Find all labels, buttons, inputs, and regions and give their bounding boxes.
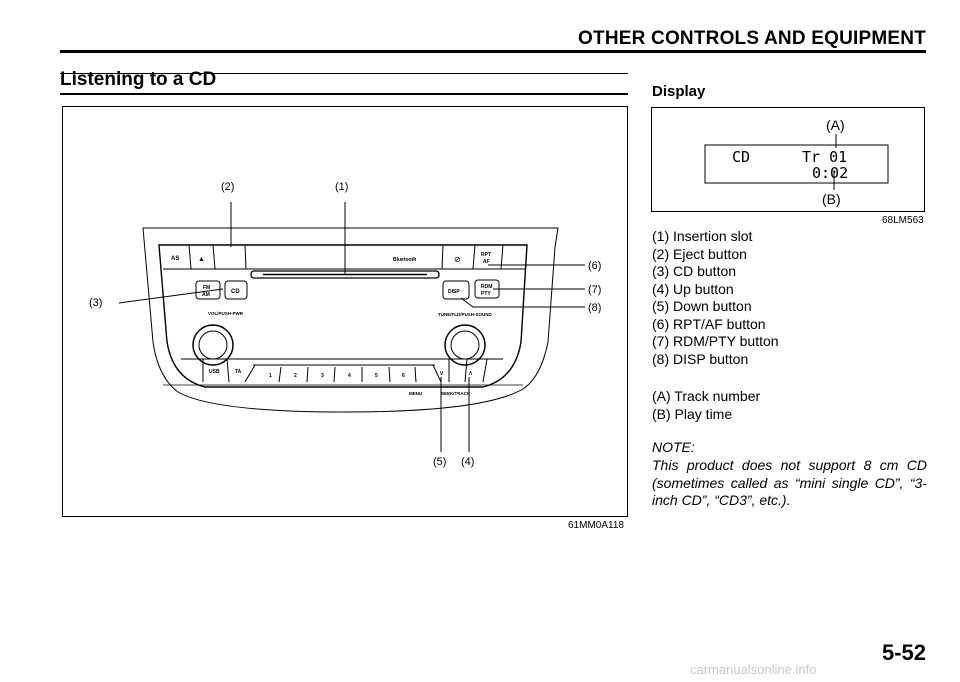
display-illustration: (A) (B) CD Tr 01 0:02 bbox=[704, 117, 889, 207]
display-legend-list: (A) Track number (B) Play time bbox=[652, 388, 760, 423]
lcd-time: 0:02 bbox=[812, 164, 848, 182]
ta-label: TA bbox=[235, 369, 242, 375]
preset-2-label: 2 bbox=[294, 373, 297, 379]
legend-item: (A) Track number bbox=[652, 388, 761, 404]
panel-face bbox=[158, 244, 528, 388]
section-title: Listening to a CD bbox=[60, 69, 217, 90]
usb-label: USB bbox=[209, 369, 220, 375]
vol-label: VOL/PUSH·PWR bbox=[208, 311, 244, 316]
section-rule-top bbox=[60, 73, 628, 74]
mute-label: ⊘ bbox=[454, 255, 461, 264]
legend-item: (3) CD button bbox=[652, 263, 737, 279]
callout-1: (1) bbox=[335, 181, 348, 193]
lcd-source: CD bbox=[732, 148, 750, 166]
af-label: AF bbox=[483, 259, 490, 265]
rdm-label: RDM bbox=[481, 284, 492, 290]
callout-7: (7) bbox=[588, 284, 601, 296]
rpt-label: RPT bbox=[481, 252, 491, 258]
disp-label: DISP bbox=[448, 289, 460, 295]
up-button-label: ∧ bbox=[468, 370, 473, 377]
seek-label: SEEK/TRACK bbox=[441, 391, 471, 396]
disp-button bbox=[442, 280, 470, 300]
legend-item: (B) Play time bbox=[652, 405, 733, 422]
am-label: AM bbox=[202, 292, 210, 298]
lcd-track: Tr 01 bbox=[802, 148, 847, 166]
legend-item: (1) Insertion slot bbox=[652, 228, 753, 244]
audio-unit-figure: AS ▲ Bluetooth ⊘ RPT AF FM AM CD DISP RD… bbox=[62, 106, 628, 517]
callout-2: (2) bbox=[221, 181, 234, 193]
bluetooth-label: Bluetooth bbox=[393, 257, 416, 263]
outer-bezel bbox=[142, 227, 559, 413]
note-text: This product does not support 8 cm CD (s… bbox=[652, 457, 927, 508]
down-button-label: ∨ bbox=[439, 370, 444, 377]
fm-label: FM bbox=[203, 285, 210, 291]
callout-5: (5) bbox=[433, 456, 446, 468]
lcd-screen bbox=[704, 144, 889, 184]
page-header-title: OTHER CONTROLS AND EQUIPMENT bbox=[578, 28, 926, 49]
display-figure: (A) (B) CD Tr 01 0:02 bbox=[651, 107, 925, 212]
callout-8: (8) bbox=[588, 302, 601, 314]
tune-knob-inner bbox=[450, 330, 480, 360]
preset-4-label: 4 bbox=[348, 373, 351, 379]
note-label: NOTE: bbox=[652, 439, 695, 455]
preset-1-label: 1 bbox=[269, 373, 272, 379]
preset-3-label: 3 bbox=[321, 373, 324, 379]
legend-list: (1) Insertion slot (2) Eject button (3) … bbox=[652, 228, 779, 368]
cd-label: CD bbox=[231, 289, 240, 295]
volume-knob-inner bbox=[198, 330, 228, 360]
fm-am-button bbox=[195, 280, 221, 300]
callout-4: (4) bbox=[461, 456, 474, 468]
cd-button bbox=[224, 280, 248, 300]
menu-label: MENU bbox=[409, 391, 422, 396]
header-rule bbox=[60, 50, 926, 53]
legend-item: (4) Up button bbox=[652, 280, 734, 297]
section-rule-bottom bbox=[60, 93, 628, 95]
callout-6: (6) bbox=[588, 260, 601, 272]
legend-item: (2) Eject button bbox=[652, 245, 747, 262]
figure-code: 61MM0A118 bbox=[568, 520, 624, 531]
legend-item: (7) RDM/PTY button bbox=[652, 333, 779, 349]
preset-5-label: 5 bbox=[375, 373, 378, 379]
callout-3: (3) bbox=[89, 297, 102, 309]
legend-item: (5) Down button bbox=[652, 298, 752, 314]
label-a: (A) bbox=[826, 117, 845, 133]
legend-item: (6) RPT/AF button bbox=[652, 315, 766, 332]
display-figure-code: 68LM563 bbox=[882, 215, 924, 226]
legend-item: (8) DISP button bbox=[652, 350, 749, 367]
pty-label: PTY bbox=[481, 291, 491, 297]
audio-unit-illustration: AS ▲ Bluetooth ⊘ RPT AF FM AM CD DISP RD… bbox=[89, 181, 601, 468]
display-title: Display bbox=[652, 83, 706, 100]
label-b: (B) bbox=[822, 191, 841, 207]
as-button-label: AS bbox=[171, 256, 179, 262]
watermark: carmanualsonline.info bbox=[690, 662, 817, 677]
eject-button-label: ▲ bbox=[198, 256, 205, 263]
page-number: 5-52 bbox=[881, 640, 926, 665]
preset-6-label: 6 bbox=[402, 373, 405, 379]
tune-label: TUNE/FLD/PUSH·SOUND bbox=[438, 312, 492, 317]
